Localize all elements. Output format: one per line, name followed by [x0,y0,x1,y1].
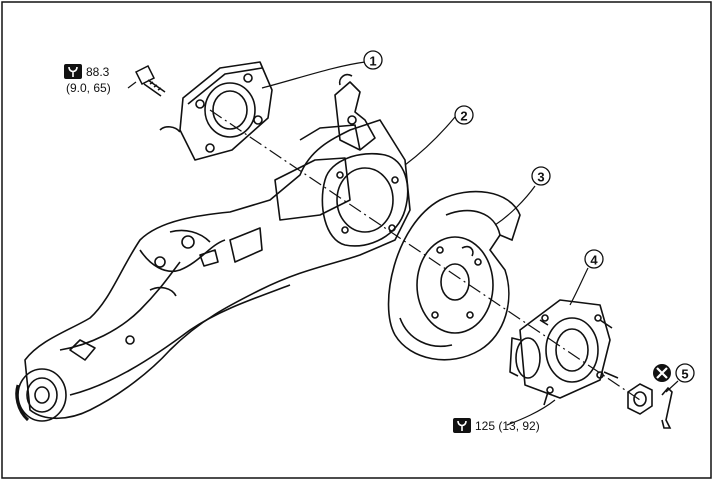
callout-3: 3 [531,166,551,186]
torque-spec-1: 88.3 (9.0, 65) [64,64,111,95]
part-5-cotter-pin [661,386,673,429]
knuckle-trailing-arm [15,73,411,422]
part-3-backing-plate [387,190,521,361]
hub-nut [627,383,653,415]
callout-5: 5 [675,363,695,383]
svg-text:3: 3 [537,170,544,185]
svg-text:88.3: 88.3 [86,65,110,79]
callout-4: 4 [584,249,604,269]
mounting-bolt [134,64,166,97]
callout-leaders [127,61,679,426]
svg-text:5: 5 [681,367,688,382]
assembly-centerline [209,109,641,401]
svg-text:125 (13, 92): 125 (13, 92) [475,419,540,433]
svg-text:(9.0, 65): (9.0, 65) [66,81,111,95]
svg-text:2: 2 [460,109,467,124]
torque-wrench-icon [453,418,471,433]
svg-text:4: 4 [590,253,598,268]
callout-1: 1 [363,50,383,70]
svg-text:1: 1 [369,54,376,69]
torque-spec-2: 125 (13, 92) [453,418,540,433]
part-4-hub-bearing [509,299,619,406]
torque-wrench-icon [64,64,82,79]
circled-x-icon [653,364,671,382]
part-1-spacer-plate [159,61,273,161]
callout-2: 2 [454,105,474,125]
